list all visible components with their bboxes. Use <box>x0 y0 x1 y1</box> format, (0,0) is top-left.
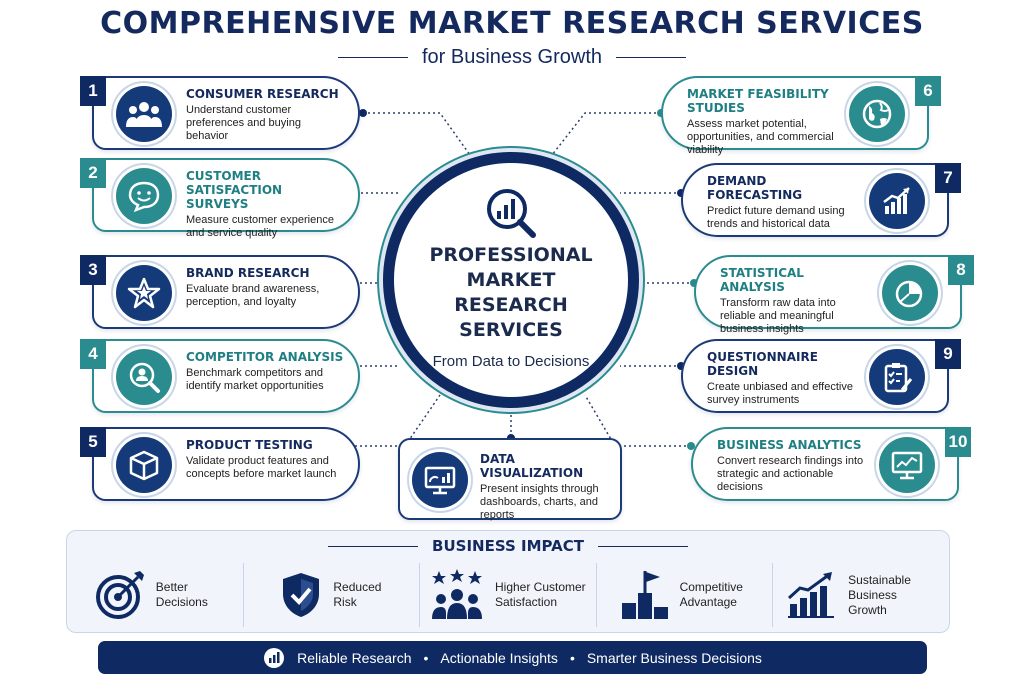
card-title: CONSUMER RESEARCH <box>186 87 339 101</box>
number-badge: 7 <box>935 163 961 193</box>
service-card-demand-forecasting: 7 DEMAND FORECASTING Predict future dema… <box>681 163 961 237</box>
number-badge: 2 <box>80 158 106 188</box>
number-badge: 1 <box>80 76 106 106</box>
page-title: COMPREHENSIVE MARKET RESEARCH SERVICES <box>100 6 924 41</box>
impact-label: Better Decisions <box>155 580 208 609</box>
card-description: Validate product features and concepts b… <box>186 455 337 480</box>
impact-item-higher-customer-satisfaction: Higher Customer Satisfaction <box>420 563 597 627</box>
card-title: PRODUCT TESTING <box>186 438 313 452</box>
card-description: Measure customer experience and service … <box>186 214 334 239</box>
center-title: PROFESSIONAL MARKET RESEARCH SERVICES <box>429 244 593 341</box>
clipboard-icon <box>869 349 925 405</box>
number-badge: 6 <box>915 76 941 106</box>
card-title: COMPETITOR ANALYSIS <box>186 350 344 364</box>
impact-item-sustainable-business-growth: Sustainable Business Growth <box>773 563 949 627</box>
bar-growth-icon <box>869 173 925 229</box>
card-description: Transform raw data into reliable and mea… <box>720 297 836 335</box>
number-badge: 10 <box>945 427 971 457</box>
page-subtitle: for Business Growth <box>421 46 603 68</box>
divider <box>597 545 688 547</box>
service-card-questionnaire-design: 9 QUESTIONNAIRE DESIGN Create unbiased a… <box>681 339 961 413</box>
magnifier-chart-icon <box>487 189 536 238</box>
number-badge: 8 <box>948 255 974 285</box>
impact-heading-row: BUSINESS IMPACT <box>67 537 949 555</box>
service-card-business-analytics: 10 BUSINESS ANALYTICS Convert research f… <box>691 427 971 501</box>
card-description: Create unbiased and effective survey ins… <box>707 381 853 406</box>
service-card-data-visualization: DATA VISUALIZATION Present insights thro… <box>398 438 622 521</box>
card-description: Evaluate brand awareness, perception, an… <box>186 283 320 308</box>
monitor-chart-icon <box>879 437 935 493</box>
card-description: Assess market potential, opportunities, … <box>687 118 834 156</box>
service-card-competitor-analysis: 4 COMPETITOR ANALYSIS Benchmark competit… <box>80 339 360 413</box>
center-subtitle: From Data to Decisions <box>432 353 590 370</box>
globe-icon <box>849 86 905 142</box>
impact-label: Reduced Risk <box>333 580 382 609</box>
impact-item-better-decisions: Better Decisions <box>67 563 244 627</box>
card-title: QUESTIONNAIRE DESIGN <box>707 350 818 378</box>
number-badge: 5 <box>80 427 106 457</box>
card-description: Convert research findings into strategic… <box>717 455 864 493</box>
growth-chart-icon <box>788 572 835 618</box>
card-title: BRAND RESEARCH <box>186 266 310 280</box>
footer-banner: Reliable Research • Actionable Insights … <box>98 641 927 674</box>
service-card-brand-research: 3 BRAND RESEARCH Evaluate brand awarenes… <box>80 255 360 329</box>
subtitle-row: for Business Growth <box>0 46 1024 69</box>
footer-item-actionable-insights: Actionable Insights <box>440 649 558 666</box>
card-description: Present insights through dashboards, cha… <box>480 483 599 521</box>
card-description: Understand customer preferences and buyi… <box>186 104 301 142</box>
separator-dot: • <box>569 649 575 666</box>
podium-flag-icon <box>621 571 668 619</box>
card-title: STATISTICAL ANALYSIS <box>720 266 804 294</box>
footer-item-reliable-research: Reliable Research <box>297 649 412 666</box>
center-hub: PROFESSIONAL MARKET RESEARCH SERVICES Fr… <box>383 152 639 408</box>
separator-dot: • <box>423 649 429 666</box>
number-badge: 9 <box>935 339 961 369</box>
target-icon <box>95 571 144 619</box>
number-badge: 3 <box>80 255 106 285</box>
divider <box>328 545 419 547</box>
people-icon <box>116 86 172 142</box>
service-card-consumer-research: 1 CONSUMER RESEARCH Understand customer … <box>80 76 360 150</box>
card-title: BUSINESS ANALYTICS <box>717 438 862 452</box>
impact-label: Higher Customer Satisfaction <box>494 580 586 609</box>
card-description: Benchmark competitors and identify marke… <box>186 367 324 392</box>
impact-items: Better Decisions Reduced Risk Higher Cus… <box>67 563 949 627</box>
service-card-customer-satisfaction: 2 CUSTOMER SATISFACTION SURVEYS Measure … <box>80 158 360 239</box>
shield-check-icon <box>283 573 320 617</box>
impact-heading: BUSINESS IMPACT <box>432 537 584 555</box>
chart-icon <box>264 647 285 668</box>
dashboard-icon <box>412 452 468 508</box>
impact-item-reduced-risk: Reduced Risk <box>244 563 421 627</box>
impact-label: Sustainable Business Growth <box>848 572 911 617</box>
service-card-statistical-analysis: 8 STATISTICAL ANALYSIS Transform raw dat… <box>694 255 974 335</box>
card-title: CUSTOMER SATISFACTION SURVEYS <box>186 169 283 211</box>
footer-item-smarter-decisions: Smarter Business Decisions <box>586 649 762 666</box>
service-card-product-testing: 5 PRODUCT TESTING Validate product featu… <box>80 427 360 501</box>
pie-chart-icon <box>882 265 938 321</box>
box-icon <box>116 437 172 493</box>
team-stars-icon <box>431 569 482 619</box>
number-badge: 4 <box>80 339 106 369</box>
card-title: MARKET FEASIBILITY STUDIES <box>687 87 829 115</box>
smile-chat-icon <box>116 168 172 224</box>
person-magnifier-icon <box>116 349 172 405</box>
service-card-market-feasibility: 6 MARKET FEASIBILITY STUDIES Assess mark… <box>661 76 941 156</box>
divider <box>337 57 408 58</box>
impact-item-competitive-advantage: Competitive Advantage <box>597 563 774 627</box>
star-icon <box>116 265 172 321</box>
divider <box>616 57 687 58</box>
card-title: DEMAND FORECASTING <box>707 174 803 202</box>
card-description: Predict future demand using trends and h… <box>707 205 845 230</box>
impact-label: Competitive Advantage <box>679 580 743 609</box>
card-title: DATA VISUALIZATION <box>480 452 584 480</box>
business-impact-panel: BUSINESS IMPACT Better Decisions Reduced… <box>66 530 950 633</box>
